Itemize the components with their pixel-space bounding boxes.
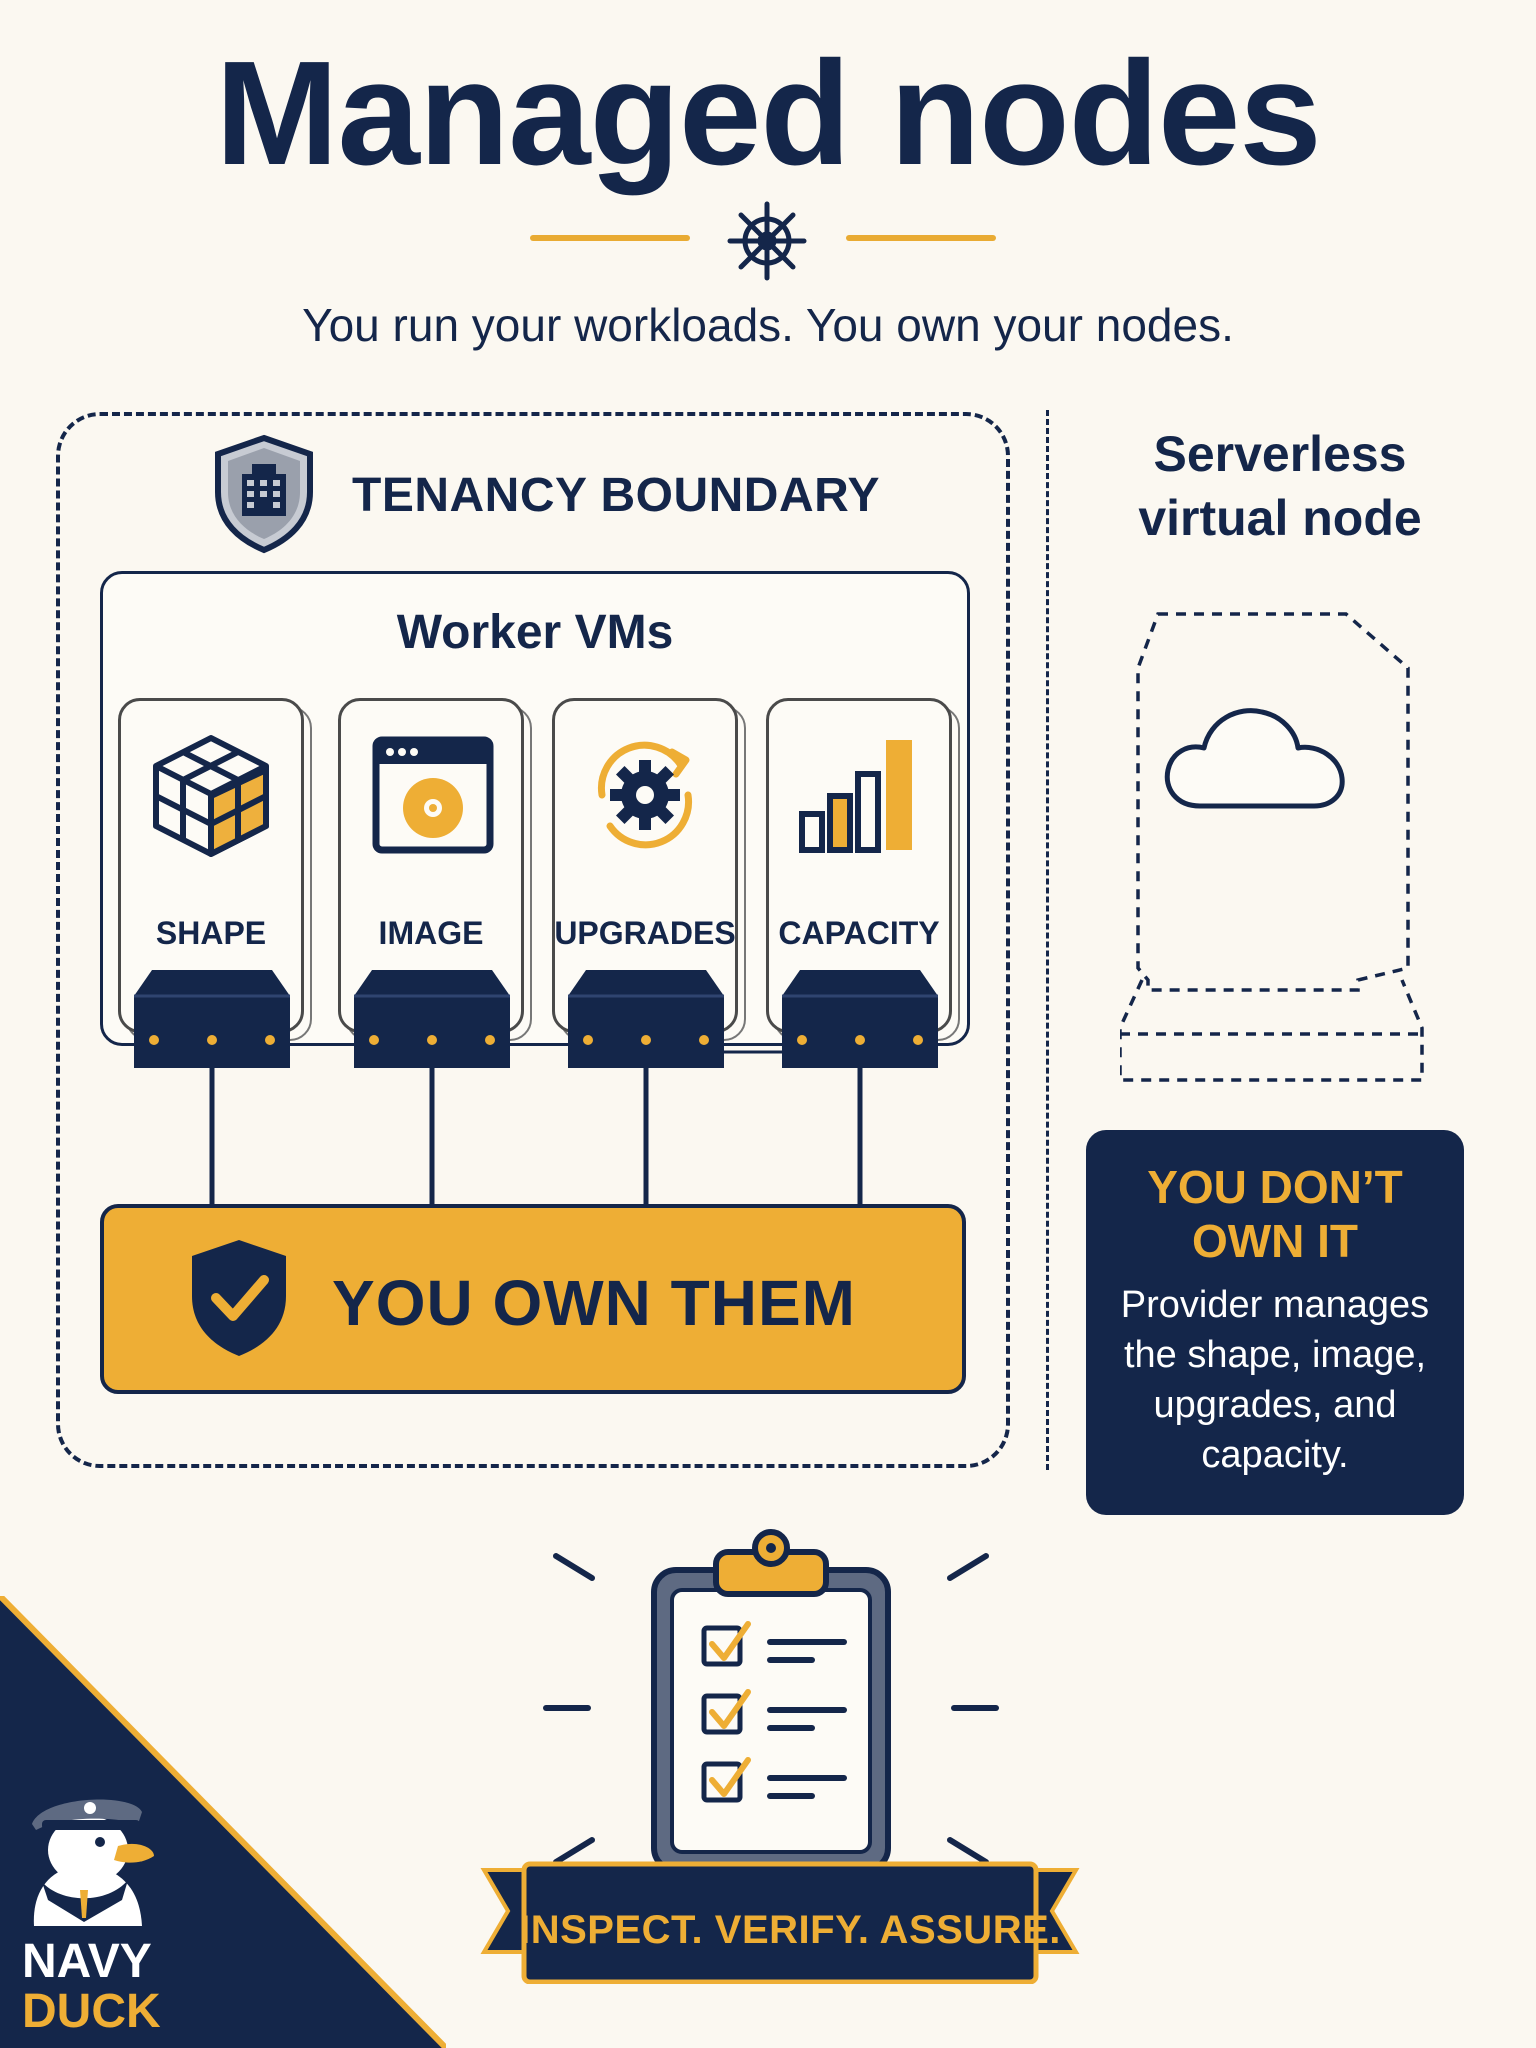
worker-vms-title: Worker VMs bbox=[396, 606, 674, 659]
tenancy-boundary bbox=[56, 412, 1010, 1468]
gear-refresh-icon bbox=[597, 741, 693, 849]
title-rule-left bbox=[530, 235, 690, 241]
ribbon-banner bbox=[480, 1861, 1080, 1984]
bar-chart-icon bbox=[799, 740, 912, 853]
provider-manages-line: the shape, image, bbox=[1123, 1334, 1427, 1376]
banner-text: INSPECT. VERIFY. ASSURE. bbox=[519, 1908, 1061, 1952]
card-label-shape: SHAPE bbox=[155, 915, 267, 951]
duck-mascot-icon bbox=[32, 1799, 154, 1926]
brand-name-line1: NAVY bbox=[22, 1935, 152, 1988]
server-nodes bbox=[134, 970, 938, 1206]
card-label-capacity: CAPACITY bbox=[778, 915, 940, 951]
tenancy-boundary-label: TENANCY BOUNDARY bbox=[352, 469, 881, 522]
you-dont-own-it-line2: OWN IT bbox=[1191, 1215, 1359, 1267]
server-node bbox=[354, 970, 510, 1068]
you-own-them-label: YOU OWN THEM bbox=[332, 1267, 856, 1339]
provider-manages-line: capacity. bbox=[1201, 1434, 1349, 1476]
you-dont-own-it-title: YOU DON’T OWN IT bbox=[1086, 1160, 1464, 1268]
serverless-title: Serverless virtual node bbox=[1080, 422, 1480, 550]
shield-check-icon bbox=[192, 1240, 286, 1356]
provider-manages-text: Provider manages the shape, image, upgra… bbox=[1096, 1280, 1454, 1480]
card-label-image: IMAGE bbox=[378, 915, 484, 951]
title-rule-right bbox=[846, 235, 996, 241]
server-node bbox=[782, 970, 938, 1068]
disk-image-icon bbox=[372, 736, 494, 854]
cube-icon bbox=[153, 735, 269, 857]
server-node bbox=[134, 970, 290, 1068]
provider-manages-line: Provider manages bbox=[1120, 1284, 1430, 1326]
brand-name-line2: DUCK bbox=[22, 1985, 161, 2038]
server-node bbox=[568, 970, 724, 1068]
page-subtitle: You run your workloads. You own your nod… bbox=[302, 299, 1234, 351]
page-title: Managed nodes bbox=[215, 31, 1321, 196]
brand-corner bbox=[0, 1596, 446, 2048]
shield-building-icon bbox=[215, 434, 313, 554]
you-dont-own-it-box bbox=[1086, 1130, 1464, 1515]
provider-manages-line: upgrades, and bbox=[1153, 1384, 1397, 1426]
card-label-upgrades: UPGRADES bbox=[554, 915, 736, 951]
section-divider bbox=[1046, 410, 1049, 1470]
virtual-node-outline bbox=[1120, 612, 1424, 1082]
clipboard-checklist-icon bbox=[543, 1529, 999, 1873]
ship-wheel-icon bbox=[727, 201, 807, 281]
serverless-title-line2: virtual node bbox=[1138, 490, 1422, 546]
serverless-title-line1: Serverless bbox=[1153, 426, 1407, 482]
you-dont-own-it-line1: YOU DON’T bbox=[1147, 1161, 1403, 1213]
